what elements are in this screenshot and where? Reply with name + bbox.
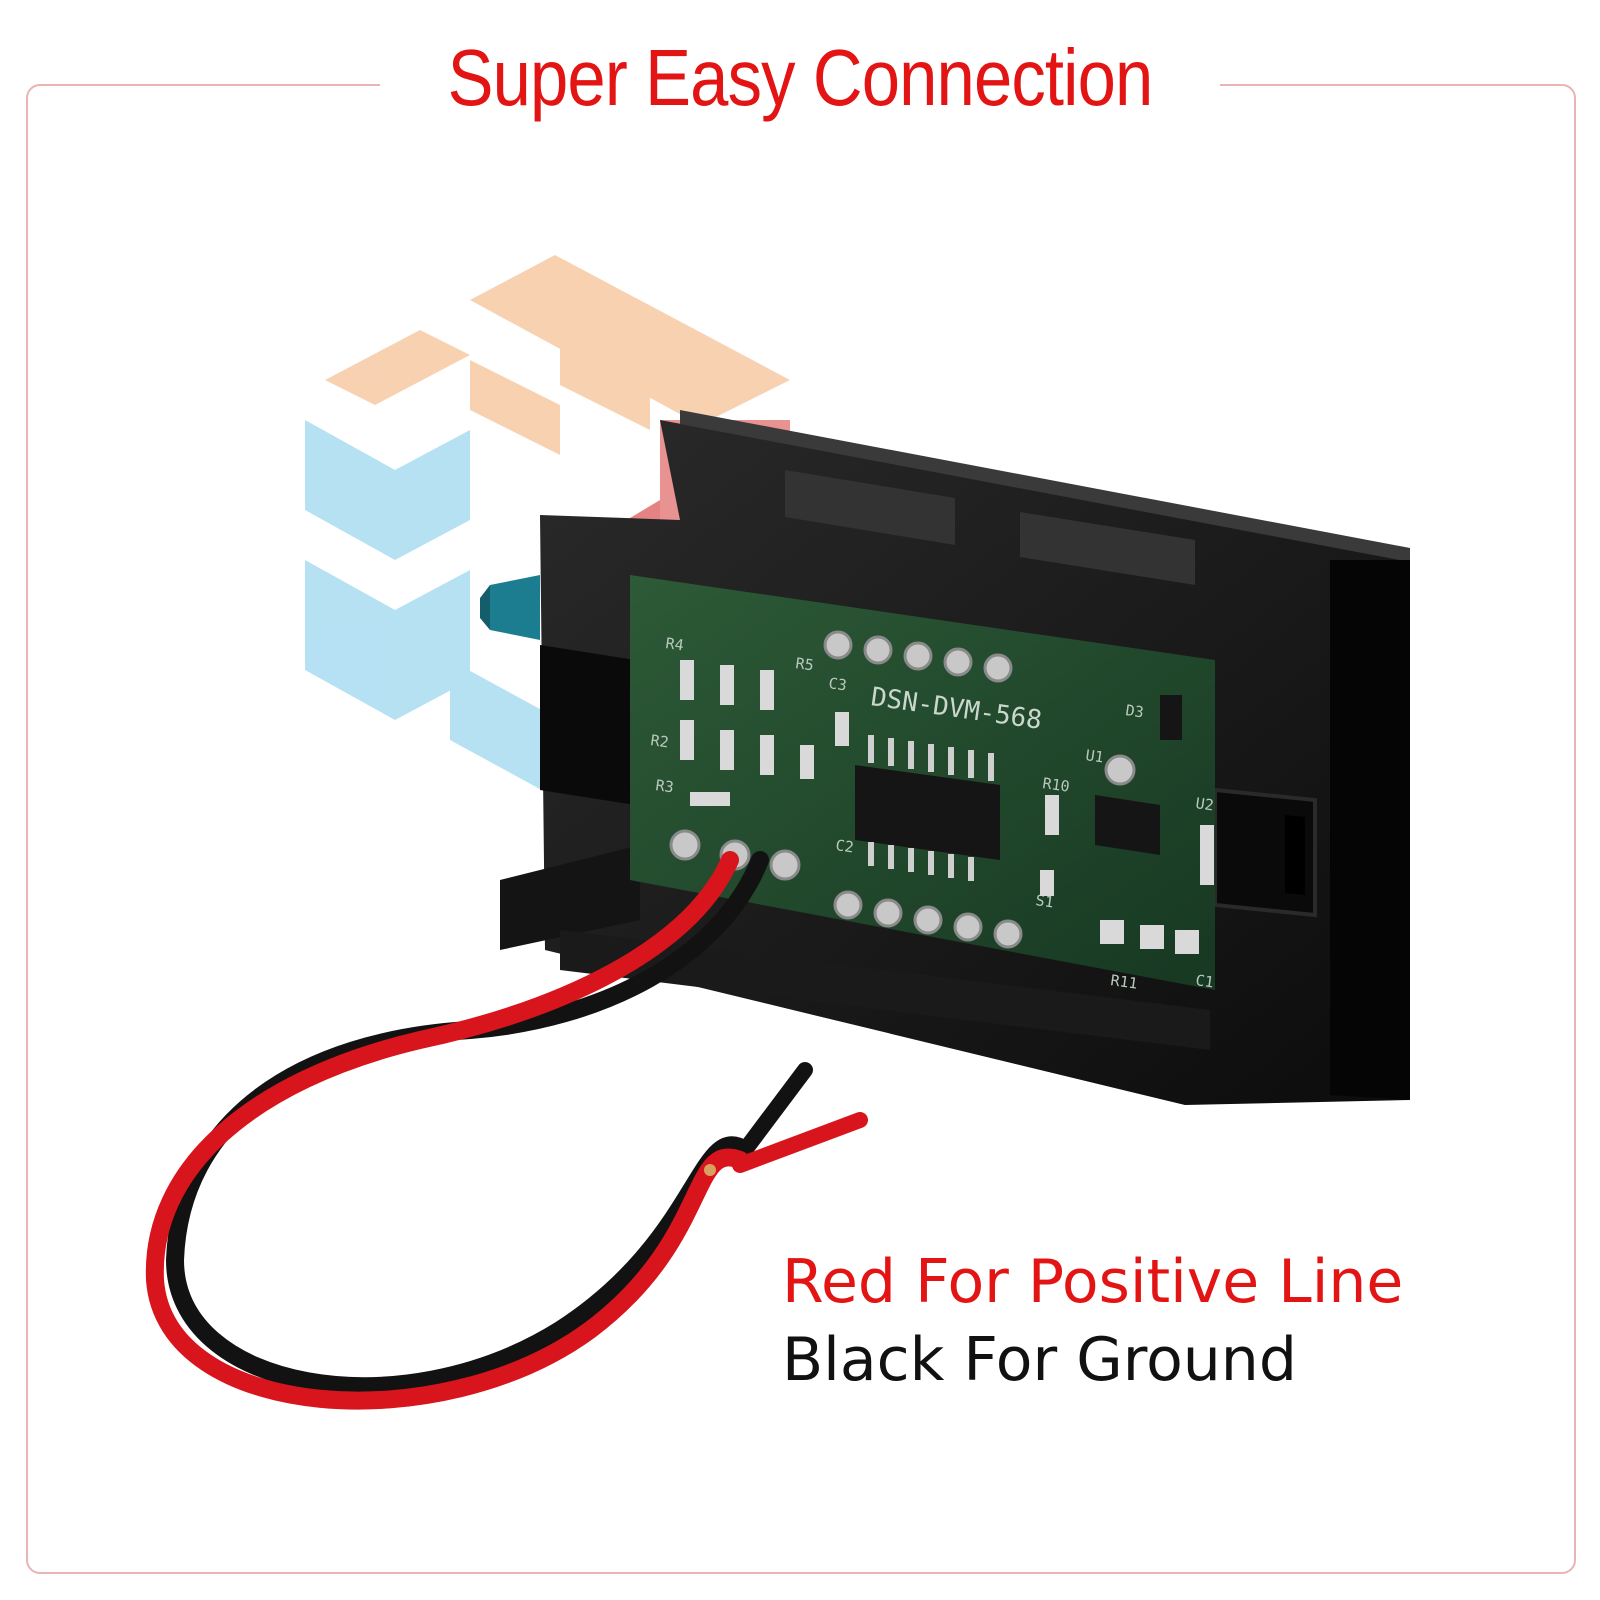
- silkscreen-label: R2: [649, 731, 669, 751]
- connection-wires: [145, 851, 868, 1410]
- ground-wire-caption: Black For Ground: [782, 1325, 1297, 1395]
- silkscreen-label: R10: [1041, 774, 1070, 796]
- silkscreen-label: U1: [1084, 746, 1104, 766]
- silkscreen-label: U2: [1194, 794, 1214, 814]
- silkscreen-label: R4: [664, 634, 684, 654]
- silkscreen-label: C2: [834, 836, 854, 856]
- positive-wire-caption: Red For Positive Line: [782, 1247, 1404, 1317]
- silkscreen-label: R3: [654, 776, 674, 796]
- silkscreen-label: C1: [1194, 971, 1214, 991]
- silkscreen-label: D3: [1124, 701, 1144, 721]
- silkscreen-label: R11: [1109, 971, 1138, 993]
- calibration-potentiometer: [480, 575, 540, 640]
- silkscreen-label: R5: [794, 654, 814, 674]
- title-backdrop: [380, 60, 1220, 120]
- circuit-board: DSN-DVM-568 R4 R2 R3 R5 C3 C2 D3 U1 U2 R…: [630, 575, 1215, 993]
- silkscreen-label: S1: [1034, 891, 1054, 911]
- silkscreen-label: C3: [827, 674, 847, 694]
- page-title: Super Easy Connection: [447, 33, 1154, 122]
